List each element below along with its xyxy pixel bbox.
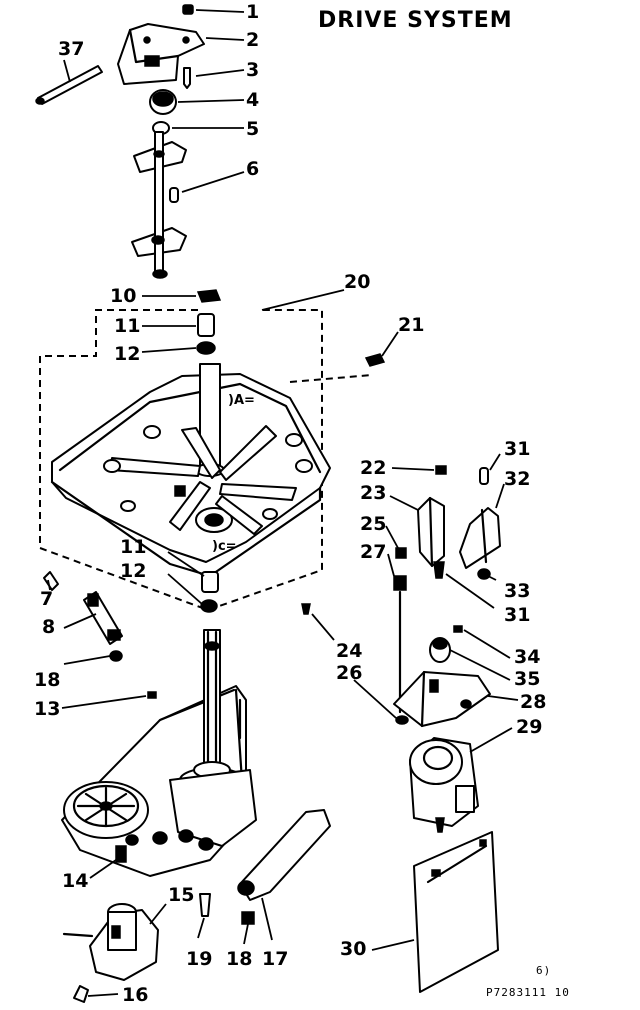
part-28-motor-mount: [393, 670, 491, 728]
part-10-nut: [196, 289, 222, 303]
callout-15: 15: [168, 884, 195, 906]
part-11-bushing-bottom: [201, 571, 219, 593]
callout-11-bottom: 11: [120, 536, 147, 558]
callout-18-bottom: 18: [226, 948, 253, 970]
callout-26: 26: [336, 662, 363, 684]
callout-33: 33: [504, 580, 531, 602]
part-12-washer-top: [196, 341, 216, 355]
part-2-bracket: [117, 23, 205, 85]
callout-10: 10: [110, 285, 137, 307]
callout-28: 28: [520, 691, 547, 713]
callout-35: 35: [514, 668, 541, 690]
callout-31-top: 31: [504, 438, 531, 460]
callout-34: 34: [514, 646, 541, 668]
part-37-rod: [35, 65, 103, 105]
part-29-motor: [409, 737, 479, 833]
callout-11-top: 11: [114, 315, 141, 337]
part-31-screw-top: [479, 467, 489, 485]
part-32-bracket: [459, 507, 501, 569]
part-27-nut: [393, 575, 407, 591]
part-4-bearing: [149, 89, 177, 115]
part-17-arm: [237, 809, 331, 901]
part-35-pulley: [429, 637, 451, 663]
part-11-bushing-top: [197, 313, 215, 337]
callout-25: 25: [360, 513, 387, 535]
callout-19: 19: [186, 948, 213, 970]
callout-13: 13: [34, 698, 61, 720]
part-12-washer-bottom: [200, 599, 218, 613]
part-22-clip: [435, 465, 447, 475]
part-14-fastener: [115, 845, 127, 863]
svg-text:)c=: )c=: [212, 539, 237, 554]
part-23-bracket: [417, 496, 445, 568]
part-18-nut-left: [109, 650, 123, 662]
callout-4: 4: [246, 89, 260, 111]
part-1-nut: [182, 4, 194, 15]
part-19-screw: [199, 893, 211, 917]
callout-14: 14: [62, 870, 89, 892]
callout-18-left: 18: [34, 669, 61, 691]
part-15-pump: [62, 903, 159, 981]
callout-27: 27: [360, 541, 387, 563]
page-number: 6): [536, 964, 552, 977]
part-20-base-plate: )A= )c=: [50, 363, 331, 578]
callout-8: 8: [42, 616, 56, 638]
part-8-bracket: [83, 591, 123, 645]
svg-text:)A=: )A=: [228, 393, 255, 408]
callout-16: 16: [122, 984, 149, 1006]
diagram-title: DRIVE SYSTEM: [318, 8, 513, 33]
callout-12-bottom: 12: [120, 560, 147, 582]
callout-6: 6: [246, 158, 260, 180]
part-21-clip: [364, 353, 386, 367]
part-18-nut-bottom: [241, 911, 255, 925]
callout-30: 30: [340, 938, 367, 960]
callout-7: 7: [40, 588, 54, 610]
callout-5: 5: [246, 118, 260, 140]
callout-20: 20: [344, 271, 371, 293]
callout-12-top: 12: [114, 343, 141, 365]
part-16-screw: [73, 985, 89, 1003]
callout-2: 2: [246, 29, 260, 51]
part-24-screw: [301, 603, 311, 615]
callout-21: 21: [398, 314, 425, 336]
callout-17: 17: [262, 948, 289, 970]
part-26-link-rod: [395, 590, 409, 725]
part-6-shaft-assembly: [131, 131, 187, 279]
leader-lines: [47, 9, 519, 997]
transmission-gearcase: [61, 629, 257, 877]
callout-1: 1: [246, 1, 260, 23]
part-3-screw: [183, 67, 191, 89]
callout-22: 22: [360, 457, 387, 479]
part-30-panel: [413, 831, 499, 993]
part-33-nut: [477, 568, 491, 580]
callout-37: 37: [58, 38, 85, 60]
part-25-bushing: [395, 547, 407, 559]
callout-32: 32: [504, 468, 531, 490]
callout-3: 3: [246, 59, 260, 81]
callout-23: 23: [360, 482, 387, 504]
part-13-pin: [147, 691, 157, 699]
part-34-clip: [453, 625, 463, 633]
part-31-screw-bottom: [433, 561, 445, 579]
drawing-code: P7283111 10: [486, 986, 570, 999]
callout-31-bottom: 31: [504, 604, 531, 626]
callout-24: 24: [336, 640, 363, 662]
callout-29: 29: [516, 716, 543, 738]
